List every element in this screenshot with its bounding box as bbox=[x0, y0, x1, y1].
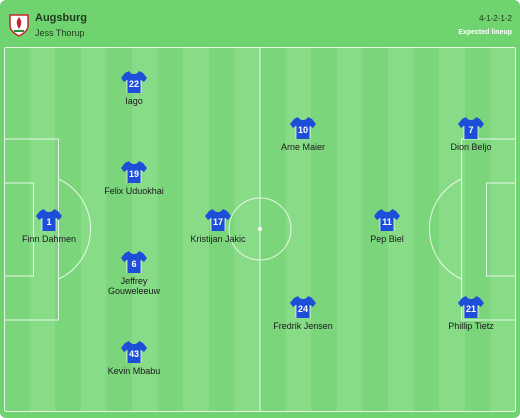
shirt-number: 6 bbox=[131, 259, 136, 269]
shirt-icon: 1 bbox=[36, 209, 62, 231]
player-name: Kevin Mbabu bbox=[107, 366, 161, 376]
team-name[interactable]: Augsburg bbox=[35, 12, 87, 24]
shirt-number: 7 bbox=[468, 125, 473, 135]
shirt-icon: 6 bbox=[121, 251, 147, 273]
player-name: Arne Maier bbox=[280, 142, 325, 152]
shirt-icon: 19 bbox=[121, 161, 147, 183]
shirt-number: 21 bbox=[466, 304, 476, 314]
shirt-number: 10 bbox=[298, 125, 308, 135]
shirt-number: 19 bbox=[129, 169, 139, 179]
shirt-icon: 10 bbox=[290, 117, 316, 139]
lineup-status-label: Expected lineup bbox=[458, 29, 512, 36]
shirt-number: 43 bbox=[129, 349, 139, 359]
player-name: Pep Biel bbox=[370, 234, 404, 244]
augsburg-logo-icon bbox=[9, 14, 29, 37]
player-name: Dion Beljo bbox=[450, 142, 492, 152]
shirt-icon: 11 bbox=[374, 209, 400, 231]
coach-name: Jess Thorup bbox=[35, 28, 85, 38]
shirt-number: 22 bbox=[129, 79, 139, 89]
shirt-icon: 43 bbox=[121, 341, 147, 363]
pitch-markings bbox=[4, 47, 516, 412]
shirt-icon: 7 bbox=[458, 117, 484, 139]
player-name: Phillip Tietz bbox=[448, 321, 494, 331]
player-name: Iago bbox=[125, 96, 143, 106]
shirt-number: 24 bbox=[298, 304, 308, 314]
shirt-number: 11 bbox=[382, 217, 392, 227]
formation-label: 4-1-2-1-2 bbox=[479, 14, 512, 23]
shirt-icon: 22 bbox=[121, 71, 147, 93]
player-name: Finn Dahmen bbox=[21, 234, 77, 244]
shirt-icon: 21 bbox=[458, 296, 484, 318]
team-header: Augsburg Jess Thorup 4-1-2-1-2 Expected … bbox=[0, 0, 520, 46]
shirt-number: 1 bbox=[46, 217, 51, 227]
player-name: Fredrik Jensen bbox=[273, 321, 333, 331]
shirt-number: 17 bbox=[213, 217, 223, 227]
shirt-icon: 24 bbox=[290, 296, 316, 318]
player-name: Kristijan Jakic bbox=[190, 234, 246, 244]
shirt-icon: 17 bbox=[205, 209, 231, 231]
player-name: Felix Uduokhai bbox=[104, 186, 164, 196]
